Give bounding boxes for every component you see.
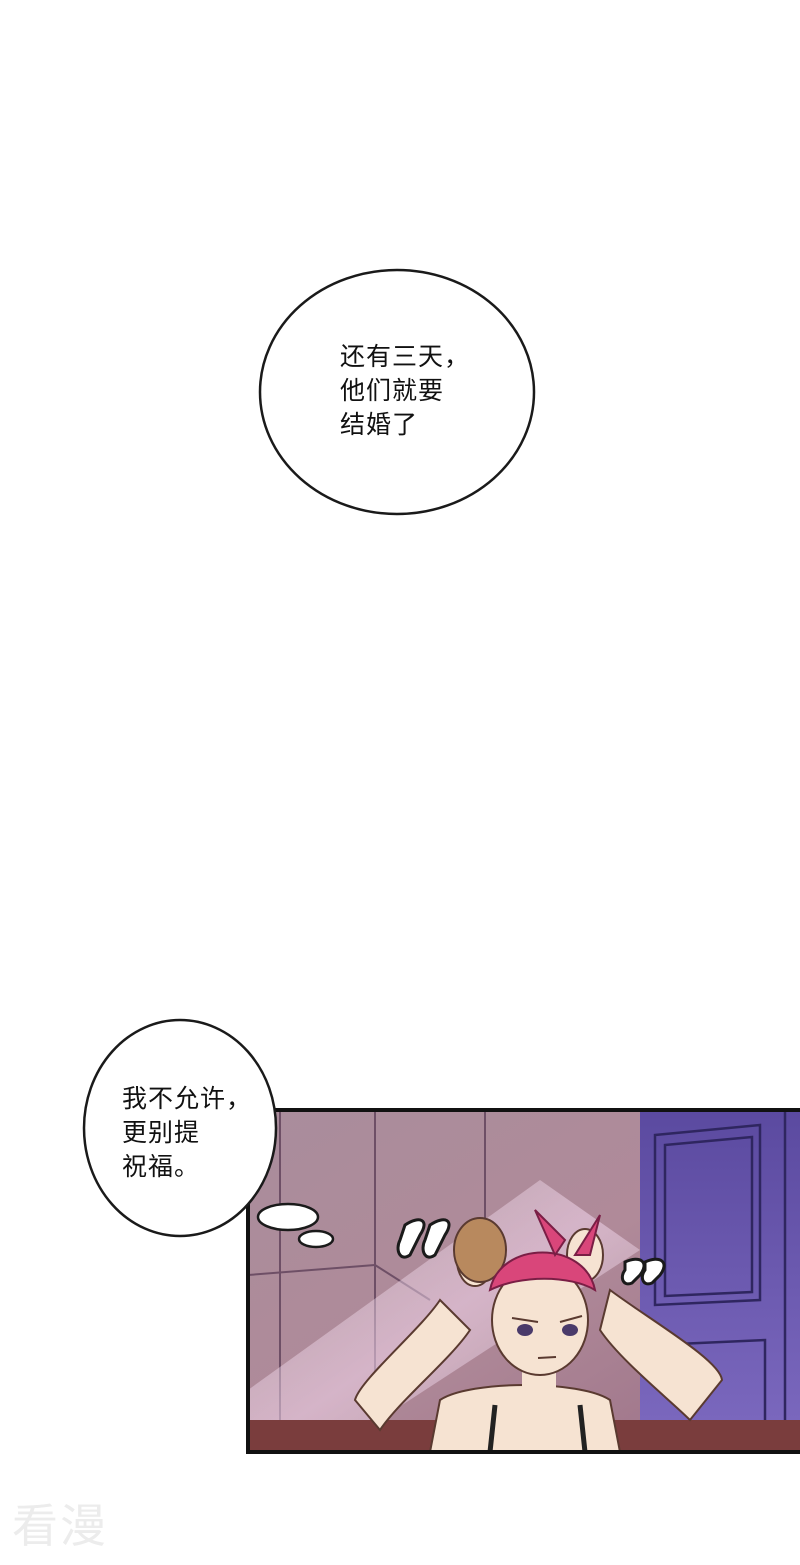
watermark: 看漫 xyxy=(12,1499,108,1553)
speech-bubble-two xyxy=(82,1018,278,1238)
comic-panel xyxy=(248,1110,800,1452)
bubble-two-line-2: 更别提 xyxy=(122,1118,201,1147)
bubble-two-text: 我不允许， 更别提 祝福。 xyxy=(122,1082,252,1184)
panel-border xyxy=(246,1108,800,1454)
character-figure xyxy=(353,1209,724,1452)
speech-bubble-one xyxy=(258,268,536,516)
bubble-one-line-1: 还有三天， xyxy=(340,342,471,371)
thought-dot-large xyxy=(256,1202,320,1232)
bubble-two-line-3: 祝福。 xyxy=(122,1152,201,1181)
motion-marks xyxy=(396,1218,666,1286)
bubble-one-line-2: 他们就要 xyxy=(340,376,445,405)
bubble-two-line-1: 我不允许， xyxy=(122,1084,253,1113)
bubble-one-line-3: 结婚了 xyxy=(340,410,419,439)
bubble-one-text: 还有三天， 他们就要 结婚了 xyxy=(340,340,470,442)
thought-dot-small xyxy=(297,1229,335,1249)
